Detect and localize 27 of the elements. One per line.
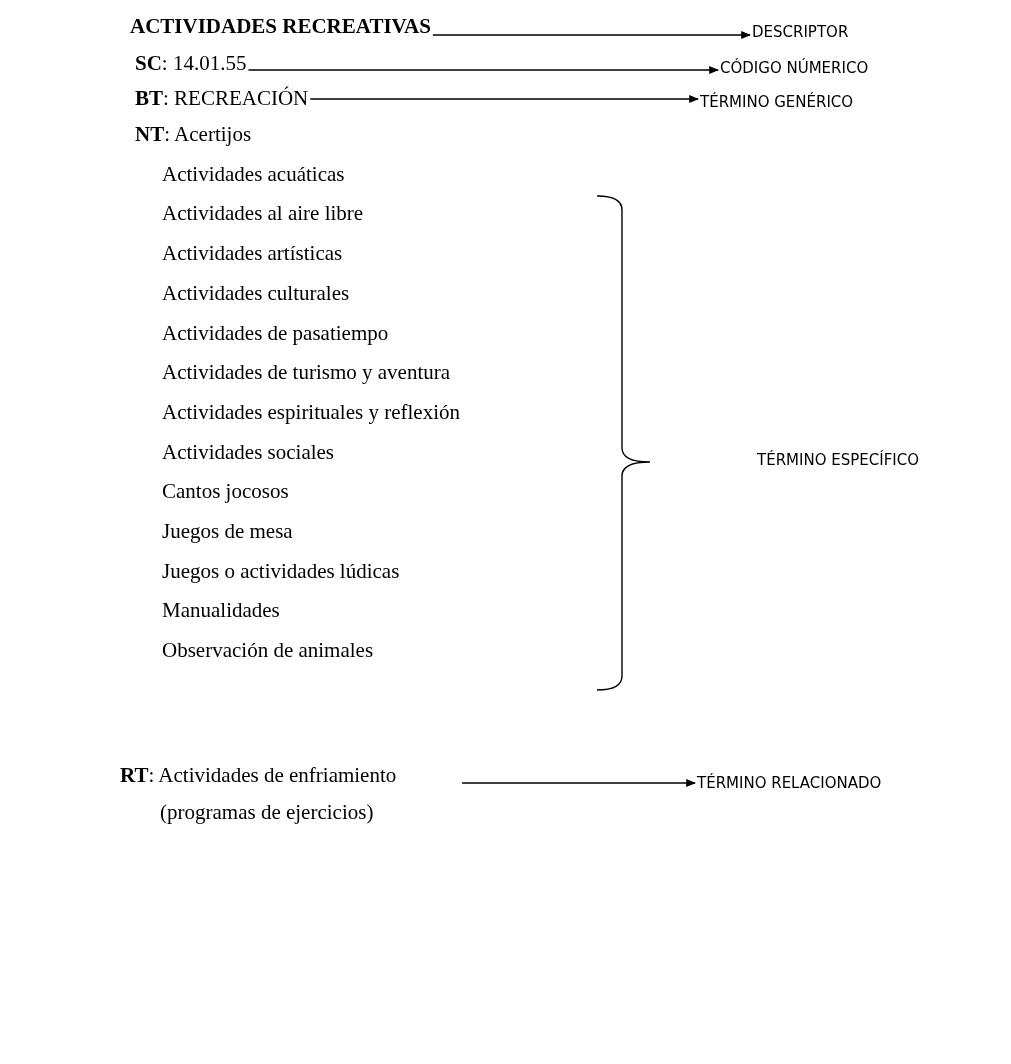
narrower-term: Actividades espirituales y reflexión — [162, 398, 460, 426]
annotation-text: DESCRIPTOR — [752, 22, 849, 43]
annotation-text: TÉRMINO ESPECÍFICO — [757, 450, 919, 471]
narrower-term: Observación de animales — [162, 637, 374, 665]
annotation-text: CÓDIGO NÚMERICO — [720, 58, 869, 79]
narrower-term: Actividades culturales — [162, 279, 350, 307]
narrower-term: Juegos de mesa — [162, 518, 293, 545]
narrower-term: Actividades acuáticas — [162, 160, 345, 188]
narrower-term: Actividades de pasatiempo — [162, 319, 389, 347]
thesaurus-entry: SC: 14.01.55 — [135, 45, 247, 82]
arrow — [461, 779, 696, 787]
narrower-term: Actividades de turismo y aventura — [162, 359, 451, 387]
narrower-term: Actividades artísticas — [162, 240, 343, 268]
thesaurus-entry: BT: RECREACIÓN — [135, 80, 309, 117]
arrow — [432, 31, 751, 39]
thesaurus-entry: RT: Actividades de enfriamiento (programas de ejercicios) — [120, 757, 480, 831]
descriptor-heading: ACTIVIDADES RECREATIVAS — [130, 8, 431, 45]
annotation-text: TÉRMINO GENÉRICO — [700, 92, 854, 113]
narrower-term: Actividades al aire libre — [162, 200, 364, 228]
narrower-term: NT: Acertijos — [135, 121, 252, 148]
narrower-term: Juegos o actividades lúdicas — [162, 557, 400, 585]
arrow — [309, 95, 699, 103]
narrower-term: Cantos jocosos — [162, 478, 289, 506]
arrow — [247, 66, 719, 74]
narrower-term: Actividades sociales — [162, 438, 335, 466]
narrower-term: Manualidades — [162, 597, 280, 625]
annotation-text: TÉRMINO RELACIONADO — [697, 773, 882, 794]
